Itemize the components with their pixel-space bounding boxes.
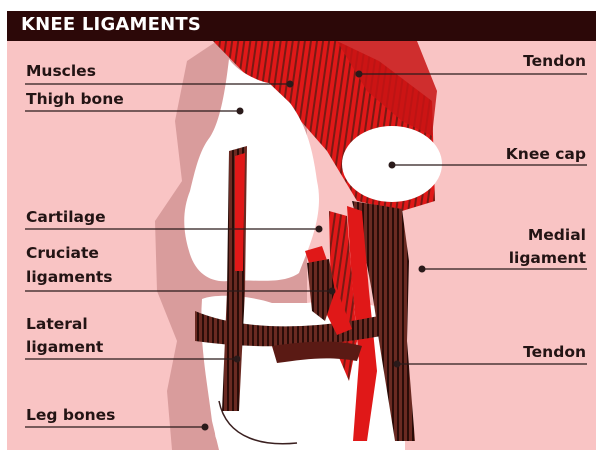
label-tendon-top: Tendon — [523, 51, 586, 71]
label-muscles: Muscles — [26, 61, 96, 81]
title-bar: KNEE LIGAMENTS — [7, 11, 596, 41]
diagram-panel: Muscles Thigh bone Cartilage Cruciate li… — [7, 41, 596, 450]
label-cruciate-line1: Cruciate — [26, 243, 99, 263]
label-lateral-line1: Lateral — [26, 314, 88, 334]
diagram-title: KNEE LIGAMENTS — [21, 14, 201, 35]
label-tendon-bottom: Tendon — [523, 342, 586, 362]
label-medial-line2: ligament — [509, 248, 586, 268]
label-cruciate-line2: ligaments — [26, 267, 113, 287]
label-medial-line1: Medial — [528, 225, 586, 245]
label-cartilage: Cartilage — [26, 207, 106, 227]
label-lateral-line2: ligament — [26, 337, 103, 357]
label-thigh-bone: Thigh bone — [26, 89, 124, 109]
label-knee-cap: Knee cap — [506, 144, 586, 164]
label-leg-bones: Leg bones — [26, 405, 115, 425]
